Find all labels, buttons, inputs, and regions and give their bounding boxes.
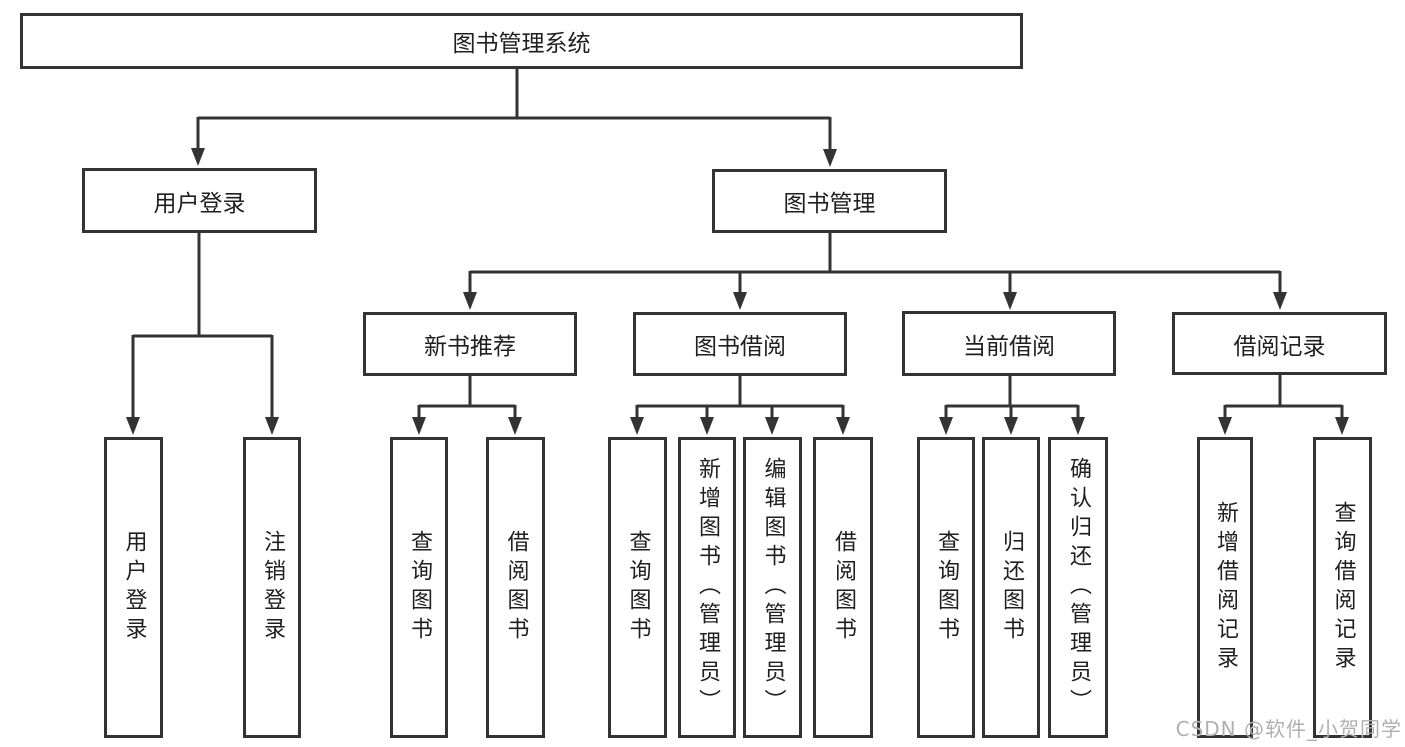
leaf-borrow-books: 借阅图书: [813, 437, 873, 738]
leaf-query-borrow-record: 查询借阅记录: [1313, 437, 1372, 738]
connector-user-login-branch: [126, 232, 279, 435]
leaf-borrow-books-recommend: 借阅图书: [486, 437, 545, 738]
node-new-book-recommend: 新书推荐: [363, 312, 577, 376]
connector-root-branch: [191, 68, 837, 167]
node-book-borrow: 图书借阅: [633, 312, 847, 376]
node-book-management: 图书管理: [712, 169, 947, 233]
leaf-user-login: 用户登录: [104, 437, 163, 738]
leaf-query-books-recommend: 查询图书: [390, 437, 448, 738]
node-current-borrow: 当前借阅: [902, 311, 1116, 376]
leaf-edit-book-admin: 编辑图书（管理员）: [743, 437, 802, 738]
leaf-confirm-return-admin: 确认归还（管理员）: [1048, 437, 1108, 738]
connector-book-management-branch: [463, 232, 1287, 310]
connector-borrow-records-branch: [1218, 374, 1349, 435]
watermark-text: CSDN @软件_小贺同学: [1175, 717, 1402, 741]
connector-book-borrow-branch: [630, 375, 850, 435]
node-user-login: 用户登录: [82, 168, 317, 233]
leaf-logout: 注销登录: [243, 437, 301, 738]
connector-current-borrow-branch: [939, 375, 1085, 435]
leaf-add-book-admin: 新增图书（管理员）: [678, 437, 736, 738]
leaf-add-borrow-record: 新增借阅记录: [1197, 437, 1253, 738]
node-borrow-records: 借阅记录: [1172, 312, 1387, 375]
connector-new-book-recommend-branch: [412, 375, 522, 435]
node-root: 图书管理系统: [20, 13, 1023, 69]
leaf-query-books-borrow: 查询图书: [608, 437, 667, 738]
leaf-return-books: 归还图书: [982, 437, 1040, 738]
leaf-query-books-current: 查询图书: [917, 437, 975, 738]
